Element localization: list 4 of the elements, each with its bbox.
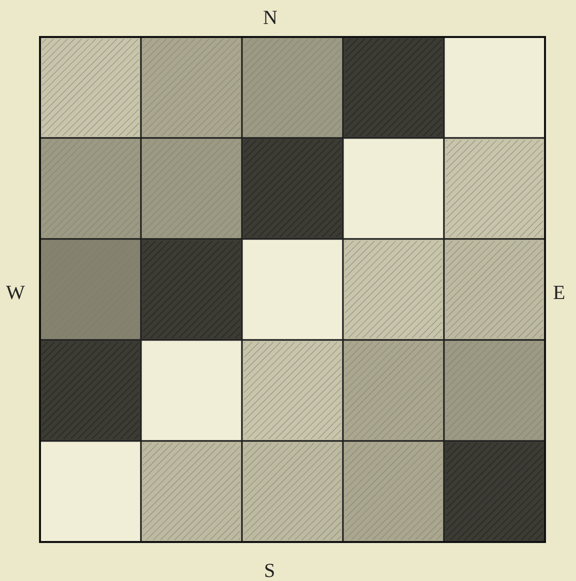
compass-label: W — [6, 283, 25, 303]
compass-label: E — [553, 283, 566, 303]
compass-label: S — [264, 561, 276, 581]
compass-label: N — [263, 8, 278, 28]
